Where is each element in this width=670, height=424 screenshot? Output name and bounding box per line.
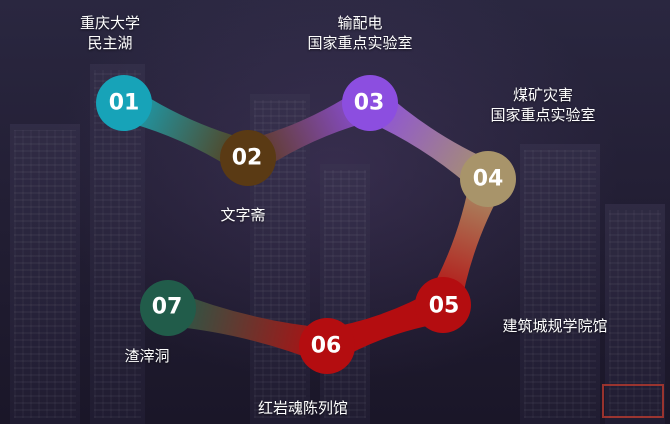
connector-04-05: [426, 172, 505, 312]
label-line: 重庆大学: [79, 14, 141, 32]
label-line: 国家重点实验室: [490, 106, 596, 124]
node-number-02: 02: [231, 145, 263, 171]
label-line: 煤矿灾害: [512, 86, 574, 104]
node-circle-07: [140, 280, 196, 336]
node-number-06: 06: [310, 333, 342, 359]
node-circle-02: [220, 130, 276, 186]
background-building: [10, 124, 80, 424]
node-label-01: 重庆大学 民主湖: [80, 13, 140, 53]
node-number-01: 01: [108, 90, 140, 116]
label-line: 建筑城规学院馆: [502, 317, 608, 335]
label-line: 民主湖: [87, 34, 133, 52]
node-label-07: 渣滓洞: [124, 346, 169, 366]
node-number-07: 07: [151, 294, 183, 320]
node-circle-04: [460, 151, 516, 207]
node-circle-03: [342, 75, 398, 131]
node-number-04: 04: [472, 166, 504, 192]
background-building: [320, 164, 370, 424]
node-label-04: 煤矿灾害 国家重点实验室: [490, 85, 595, 125]
connector-06-07: [163, 290, 332, 364]
label-line: 渣滓洞: [124, 347, 170, 365]
node-label-03: 输配电 国家重点实验室: [307, 13, 412, 53]
node-label-05: 建筑城规学院馆: [502, 316, 607, 336]
label-line: 红岩魂陈列馆: [257, 399, 349, 417]
background-building: [605, 204, 665, 424]
label-line: 输配电: [337, 14, 383, 32]
node-circle-06: [299, 318, 355, 374]
node-number-05: 05: [428, 293, 460, 319]
label-line: 国家重点实验室: [307, 34, 413, 52]
node-label-02: 文字斋: [220, 205, 265, 225]
background-building: [520, 144, 600, 424]
node-circle-05: [415, 277, 471, 333]
node-number-03: 03: [353, 90, 385, 116]
node-circle-01: [96, 75, 152, 131]
watermark-seal: [602, 384, 664, 418]
node-label-06: 红岩魂陈列馆: [258, 398, 348, 418]
label-line: 文字斋: [220, 206, 266, 224]
